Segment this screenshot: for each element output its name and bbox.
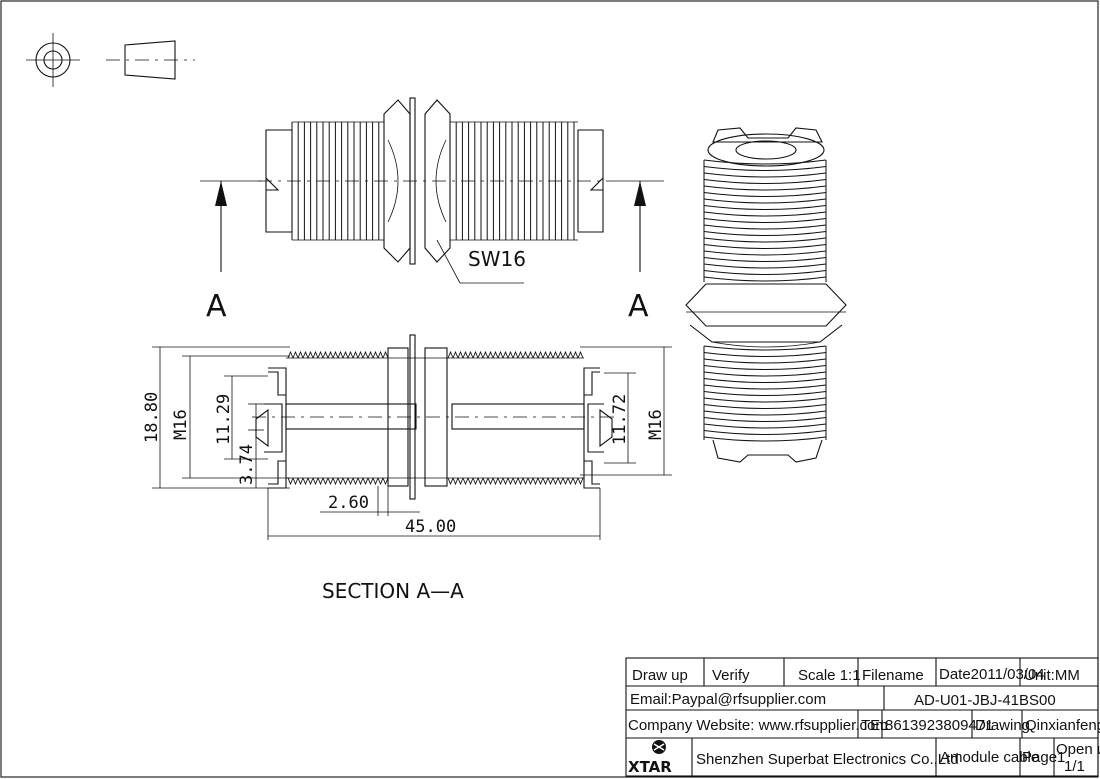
tb-product: Amodule cable <box>940 749 1039 766</box>
title-block: Draw up Verify Scale 1:1 Filename Date20… <box>625 657 1100 777</box>
tb-sheet: 1/1 <box>1064 758 1085 775</box>
side-view <box>685 127 847 463</box>
dim-thread-left: M16 <box>171 409 191 440</box>
wrench-size-label: SW16 <box>468 247 526 271</box>
tb-draw-up: Draw up <box>632 667 688 684</box>
tb-company: Shenzhen Superbat Electronics Co.,Ltd <box>696 751 959 768</box>
section-view-threads <box>287 350 584 486</box>
dim-thread-right: M16 <box>646 409 666 440</box>
front-view: SW16 A A <box>200 97 664 324</box>
dim-bore-left: 11.29 <box>214 394 234 445</box>
dim-overall-height: 18.80 <box>142 392 162 443</box>
tb-scale: Scale 1:1 <box>798 667 861 684</box>
side-view-threads-bottom <box>703 345 827 442</box>
tb-drawer: Qinxianfeng <box>1025 717 1100 734</box>
tb-tel: 8613923809471 <box>885 717 993 734</box>
dim-pin-left: 3.74 <box>237 444 257 485</box>
dim-overall-length: 45.00 <box>405 517 456 537</box>
tb-website: Company Website: www.rfsupplier.com <box>628 717 888 734</box>
tb-open-up: Open up <box>1056 741 1100 758</box>
tb-date: Date2011/03/04 <box>939 666 1045 683</box>
side-view-threads-top <box>703 159 827 282</box>
tb-tel-label: TEL <box>861 717 889 734</box>
tb-unit: Unit:MM <box>1024 667 1080 684</box>
section-view: 18.80 M16 11.29 3.74 11.72 M16 2.60 45.0… <box>142 334 672 603</box>
section-arrow-left-label: A <box>206 289 227 324</box>
dim-flange-offset: 2.60 <box>328 493 369 513</box>
section-arrow-right-label: A <box>628 289 649 324</box>
logo-text: XTAR <box>628 758 672 776</box>
section-title: SECTION A—A <box>322 579 464 603</box>
tb-drawing-label: Drawing <box>975 717 1030 734</box>
tb-verify: Verify <box>712 667 750 684</box>
tb-email: Email:Paypal@rfsupplier.com <box>630 691 826 708</box>
xtar-logo: XTAR <box>628 740 672 776</box>
projection-symbol <box>26 33 195 87</box>
tb-page: Page1 <box>1022 749 1065 766</box>
tb-filename-label: Filename <box>862 667 924 684</box>
tb-part-number: AD-U01-JBJ-41BS00 <box>914 692 1056 709</box>
dim-bore-right: 11.72 <box>610 394 630 445</box>
